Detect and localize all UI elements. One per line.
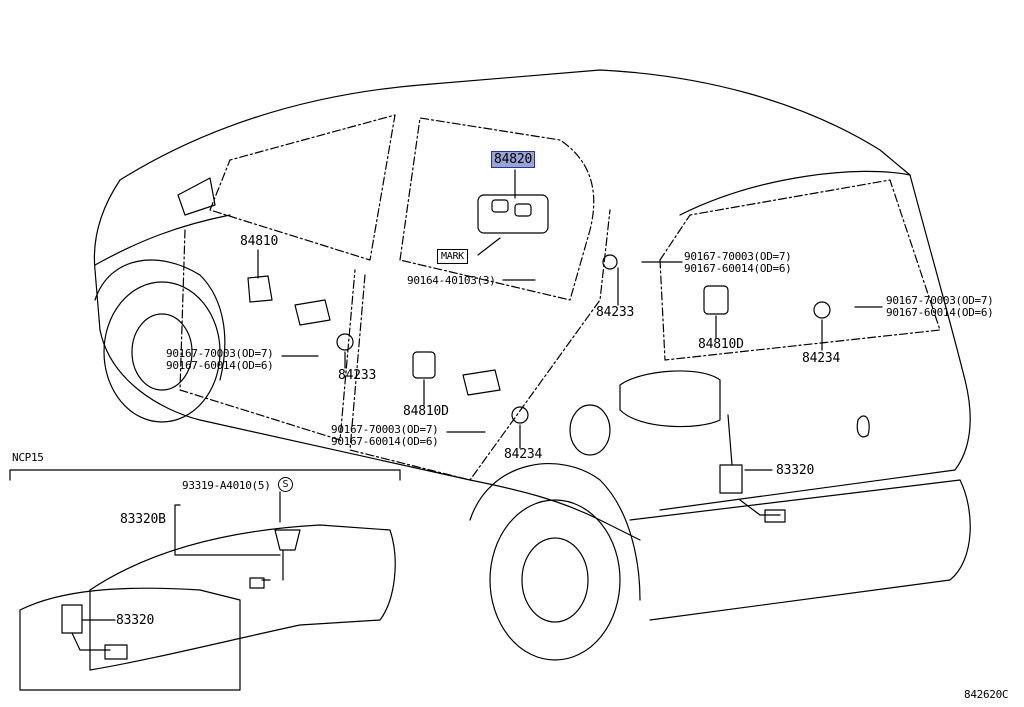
rear-seat-cushion [89, 524, 396, 671]
pump-83320b [261, 529, 301, 581]
rear-door-line [349, 209, 611, 481]
back-fastener-label-1: 90167-70003(OD=7) [886, 294, 994, 307]
part-84820-label[interactable]: 84820 [491, 151, 536, 168]
leader-mark [477, 237, 501, 256]
part-83320b-label: 83320B [120, 512, 166, 527]
rear-fastener-label-2: 90167-60014(OD=6) [684, 262, 792, 275]
part-84810d-back-label: 84810D [698, 337, 744, 352]
front-wheel [103, 281, 221, 423]
car-side-outline [93, 179, 641, 541]
inset-s-symbol: S [278, 477, 293, 492]
rear-wheel-hub [521, 537, 589, 623]
tail-lamp [619, 370, 721, 428]
part-83320-car-label: 83320 [776, 463, 815, 478]
rear-wheel-arch [469, 463, 641, 601]
part-83320-inset-label: 83320 [116, 613, 155, 628]
part-84233-front-label: 84233 [338, 368, 377, 383]
rear-handle [856, 415, 870, 438]
back-fastener-label-2: 90167-60014(OD=6) [886, 306, 994, 319]
inset-frame [9, 469, 401, 481]
switch-84820-body [477, 194, 549, 234]
rear-bumper [629, 479, 971, 621]
bracket-83320b [174, 504, 281, 556]
car-hood-line [94, 214, 231, 266]
sender-83320-inset [61, 604, 83, 634]
part-84234-back-label: 84234 [802, 351, 841, 366]
quarter-window [659, 179, 941, 361]
switch-84810d-door [412, 351, 436, 379]
car-roof-outline [119, 69, 911, 181]
screw-label: 90164-40103(3) [407, 274, 496, 287]
part-84810-label: 84810 [240, 234, 279, 249]
courtesy-84233-front [336, 333, 354, 351]
front-door-line [179, 229, 356, 441]
rear-window [399, 117, 595, 301]
mark-label: MARK [437, 249, 468, 264]
diagram-id: 842620C [964, 688, 1009, 701]
rear-wheel [489, 499, 621, 661]
rear-fastener-label-1: 90167-70003(OD=7) [684, 250, 792, 263]
courtesy-84233-rear [602, 254, 618, 270]
front-fastener-label-2: 90167-60014(OD=6) [166, 359, 274, 372]
part-84810d-door-label: 84810D [403, 404, 449, 419]
front-window [209, 114, 396, 261]
car-front-wheel-arch [94, 259, 226, 381]
part-84233-rear-label: 84233 [596, 305, 635, 320]
front-fastener-label-1: 90167-70003(OD=7) [166, 347, 274, 360]
seat-base [19, 587, 241, 691]
front-wheel-hub [131, 313, 193, 391]
front-door-handle [294, 299, 331, 326]
door-fastener-label-2: 90167-60014(OD=6) [331, 435, 439, 448]
courtesy-84234-back [813, 301, 831, 319]
fuel-door [569, 404, 611, 456]
courtesy-84234-door [511, 406, 529, 424]
switch-84810d-back [703, 285, 729, 315]
switch-84810-body [247, 275, 273, 303]
back-door-outline [659, 170, 971, 511]
side-mirror [177, 177, 216, 216]
inset-bolt-label: 93319-A4010(5) [182, 479, 271, 492]
rear-door-handle [462, 369, 501, 396]
sender-83320-car [719, 464, 743, 494]
part-84234-door-label: 84234 [504, 447, 543, 462]
door-fastener-label-1: 90167-70003(OD=7) [331, 423, 439, 436]
inset-title: NCP15 [12, 451, 44, 464]
